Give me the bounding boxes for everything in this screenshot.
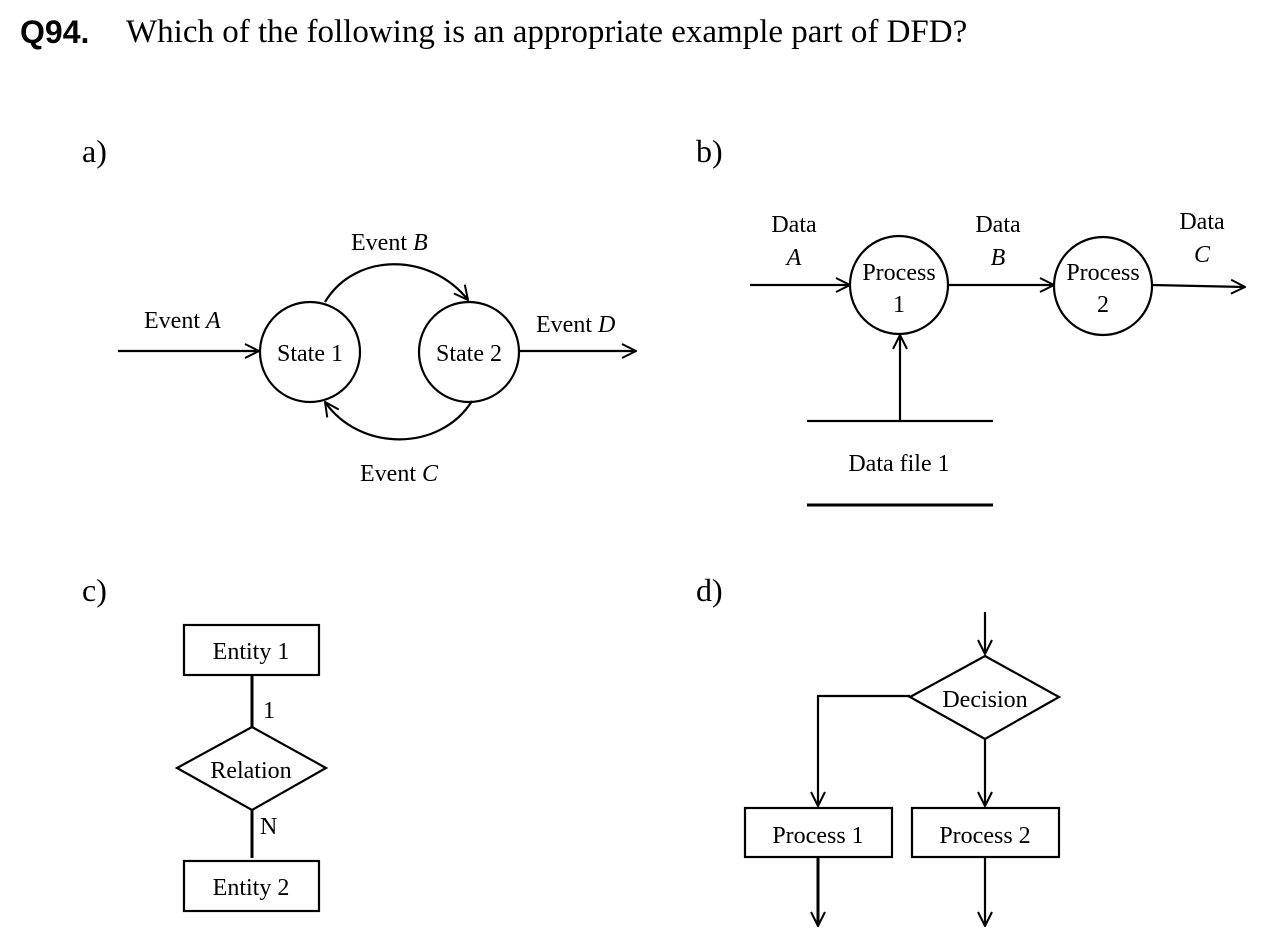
state-1-label: State 1: [277, 341, 343, 367]
data-c-var: C: [1194, 242, 1211, 268]
data-b-word: Data: [975, 212, 1021, 238]
option-d-label[interactable]: d): [696, 572, 723, 608]
state-2-label: State 2: [436, 341, 502, 367]
entity-1-box: [182, 623, 321, 677]
event-c-label: Event C: [360, 461, 439, 487]
event-a-label: Event A: [144, 308, 221, 334]
option-d-diagram: Decision Process 1 Process 2: [743, 612, 1062, 926]
option-a-diagram: Event A State 1 State 2 Event B Event C …: [118, 230, 636, 487]
entity-1-label: Entity 1: [213, 639, 290, 665]
process-2-label: Process 2: [939, 823, 1030, 849]
process-2-label-line1: Process: [1066, 260, 1139, 286]
state-1-circle: [258, 300, 362, 404]
process-1-label: Process 1: [772, 823, 863, 849]
option-b-diagram: Data A Process 1 Data B Process 2 Data C…: [750, 209, 1245, 507]
data-c-word: Data: [1179, 209, 1225, 235]
event-d-label: Event D: [536, 312, 615, 338]
question-number: Q94.: [20, 14, 90, 50]
entity-2-label: Entity 2: [213, 875, 290, 901]
process-2-circle: [1052, 235, 1154, 337]
process-1-box: [743, 806, 894, 859]
option-c-diagram: Entity 1 1 Relation N Entity 2: [174, 623, 329, 913]
datastore-label: Data file 1: [848, 451, 949, 477]
process-2-label-line2: 2: [1097, 292, 1109, 318]
option-b-label[interactable]: b): [696, 133, 723, 169]
data-a-word: Data: [771, 212, 817, 238]
option-c-label[interactable]: c): [82, 572, 107, 608]
process-1-label-line2: 1: [893, 292, 905, 318]
data-a-var: A: [785, 245, 802, 271]
process-1-label-line1: Process: [862, 260, 935, 286]
process-2-box: [910, 806, 1061, 859]
event-c-arrow: [325, 401, 473, 441]
question-text: Which of the following is an appropriate…: [126, 14, 968, 50]
decision-label: Decision: [942, 687, 1027, 713]
cardinality-top: 1: [263, 698, 275, 724]
relation-label: Relation: [210, 758, 291, 784]
entity-2-box: [182, 859, 321, 913]
option-a-label[interactable]: a): [82, 133, 107, 169]
data-c-arrow: [1151, 285, 1245, 287]
branch-left-arrow: [818, 694, 910, 806]
data-b-var: B: [991, 245, 1006, 271]
event-b-label: Event B: [351, 230, 428, 256]
event-b-arrow: [324, 263, 468, 303]
cardinality-bottom: N: [260, 814, 277, 840]
